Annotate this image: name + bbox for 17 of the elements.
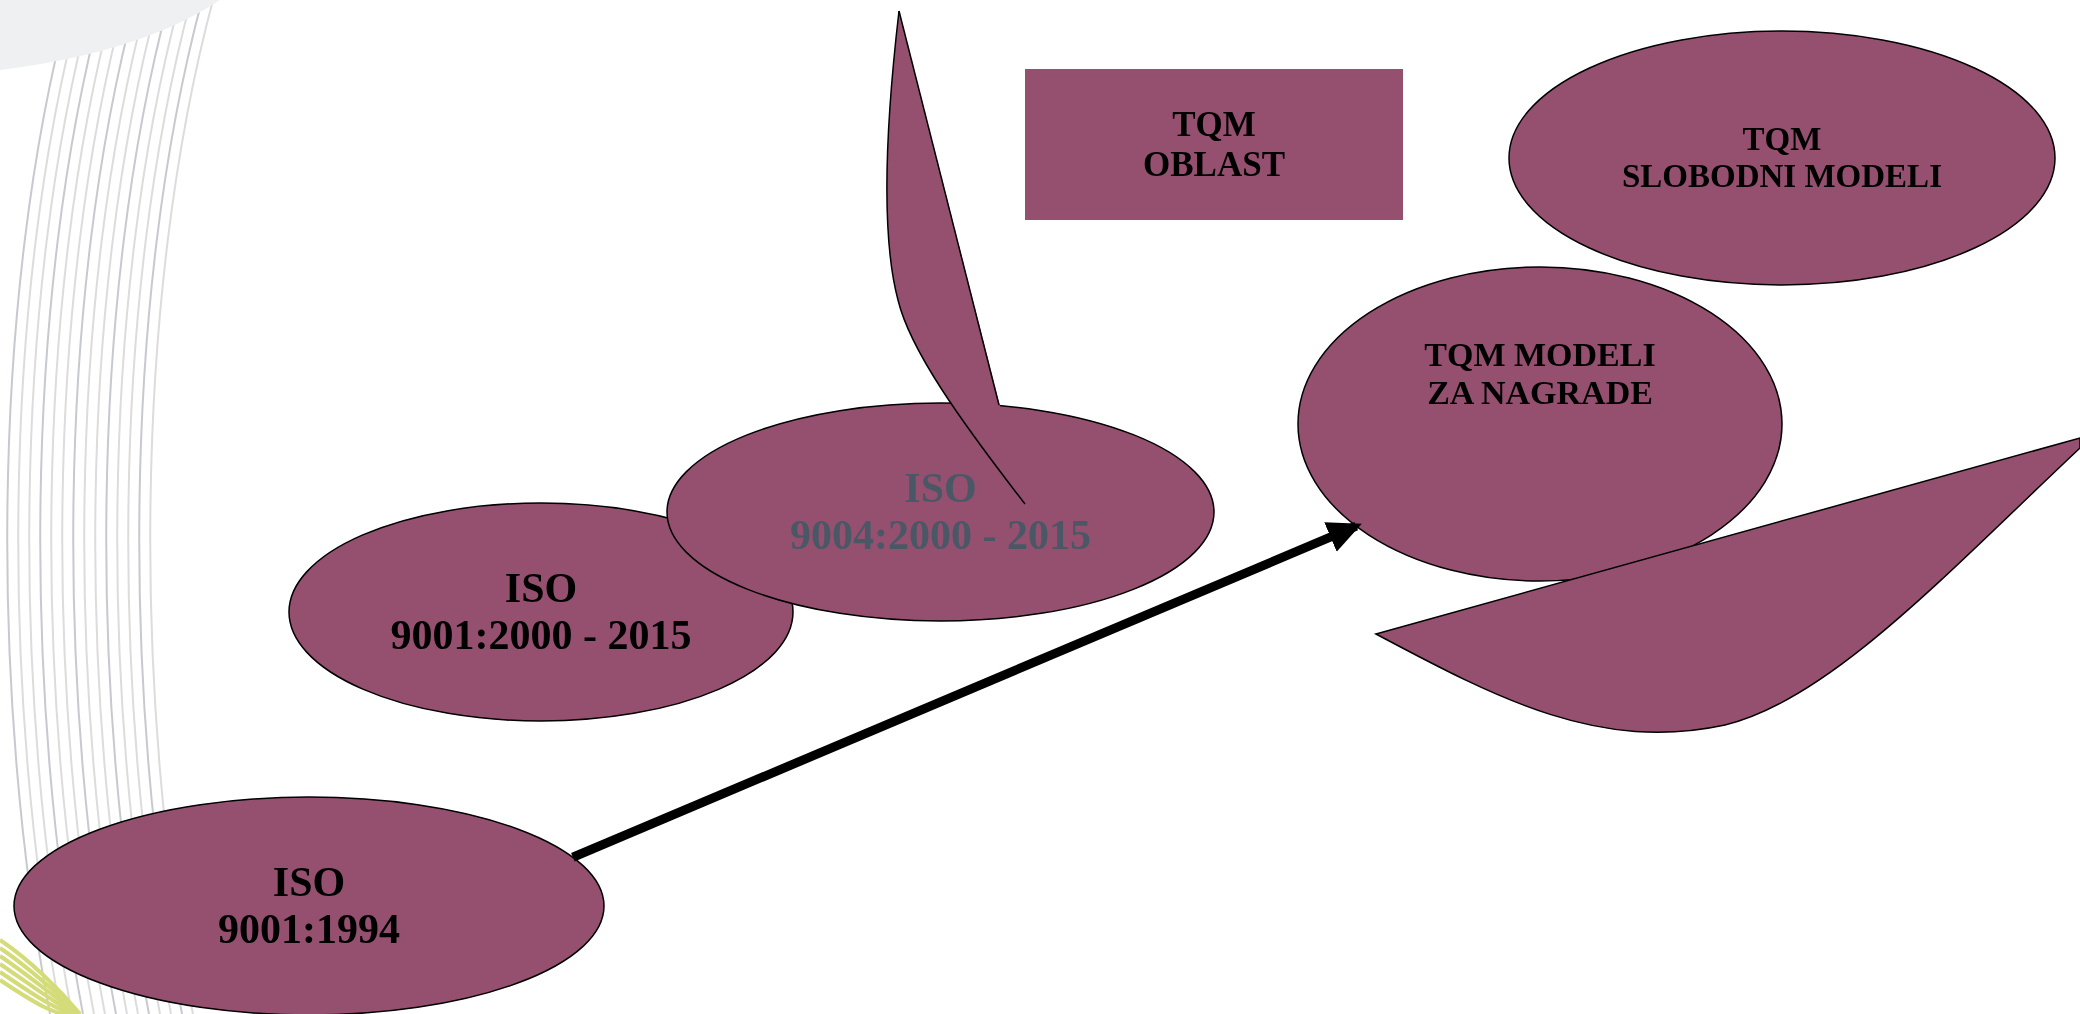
ellipse-shape bbox=[289, 503, 793, 721]
node-label: ISO bbox=[504, 564, 578, 612]
node-label: OBLAST bbox=[1143, 144, 1285, 184]
arrow bbox=[571, 522, 1362, 862]
node-label: 9001:2000 - 2015 bbox=[390, 612, 692, 660]
node-label: TQM bbox=[1172, 105, 1256, 145]
node-label: TQM MODELI ZA NAGRADE bbox=[1423, 335, 1657, 413]
node-label: SLOBODNI MODELI bbox=[1622, 158, 1942, 195]
rectangle-shape bbox=[1025, 69, 1403, 220]
node-label: ISO bbox=[272, 858, 346, 906]
node-label: 9004:2000 - 2015 bbox=[790, 512, 1091, 560]
node-label: ISO bbox=[904, 464, 977, 512]
node-label: TQM bbox=[1742, 121, 1822, 158]
ellipse-shape bbox=[667, 403, 1214, 621]
ellipse-shape bbox=[1509, 31, 2055, 285]
node-label: 9001:1994 bbox=[218, 906, 400, 954]
ellipse-shape bbox=[1298, 267, 1782, 581]
